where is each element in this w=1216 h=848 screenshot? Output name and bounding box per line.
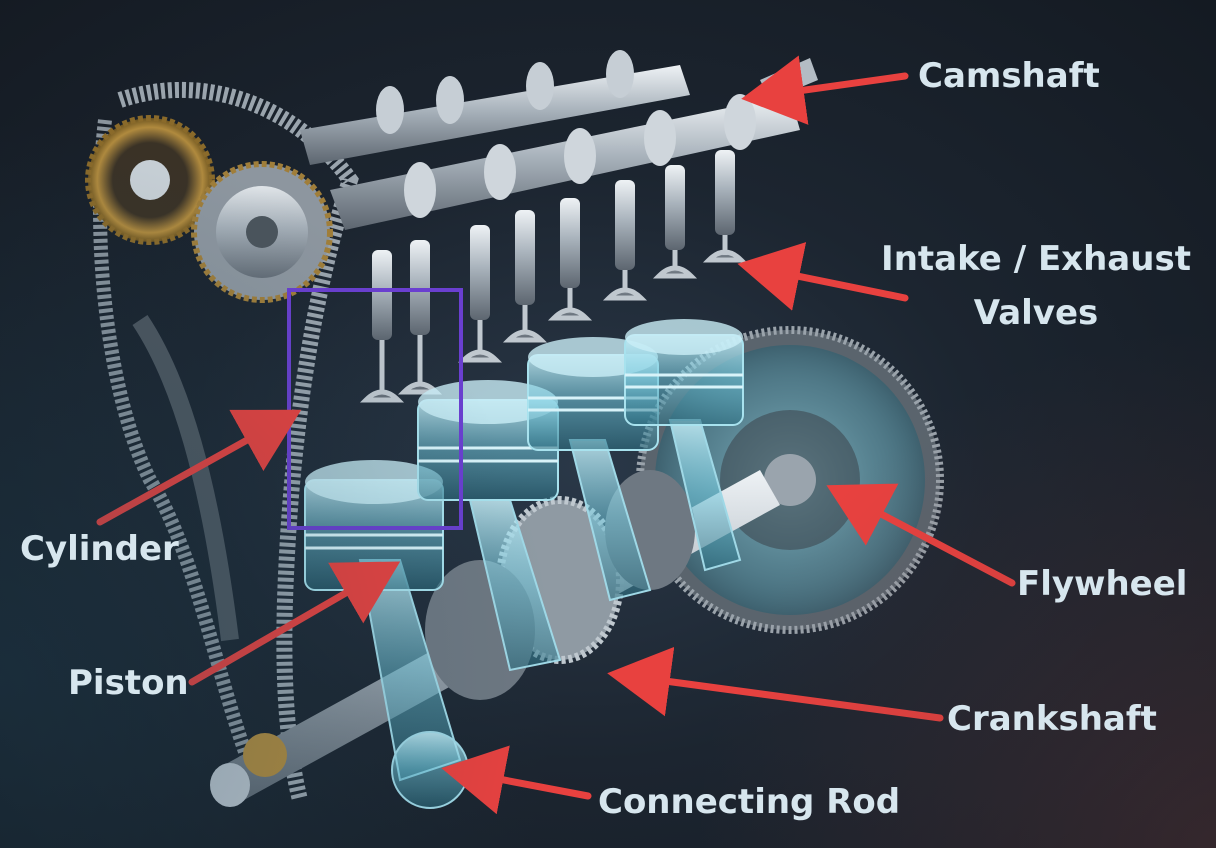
pistons xyxy=(304,319,744,591)
callout-arrows xyxy=(96,55,1016,815)
arrow-camshaft xyxy=(741,55,909,125)
cylinder-highlight-box xyxy=(287,288,463,530)
label-connecting-rod: Connecting Rod xyxy=(598,782,901,822)
label-camshaft: Camshaft xyxy=(918,56,1100,96)
timing-belt xyxy=(93,119,267,793)
camshaft-rear xyxy=(300,50,690,165)
timing-belt-front xyxy=(117,81,359,802)
cam-gear-rear xyxy=(85,115,215,245)
piston-2 xyxy=(417,380,559,501)
arrow-valves xyxy=(737,242,909,311)
label-flywheel: Flywheel xyxy=(1017,564,1188,604)
belt-tensioner xyxy=(132,315,239,642)
label-piston: Piston xyxy=(68,663,189,703)
arrow-crankshaft xyxy=(607,646,944,722)
label-valves-line2: Valves xyxy=(973,293,1099,334)
piston-4 xyxy=(624,319,744,426)
label-crankshaft: Crankshaft xyxy=(947,699,1157,739)
arrow-piston xyxy=(188,561,401,686)
arrow-connecting-rod xyxy=(441,745,592,815)
arrow-cylinder xyxy=(96,409,302,526)
label-valves-line1: Intake / Exhaust xyxy=(881,239,1191,279)
label-cylinder: Cylinder xyxy=(20,529,179,569)
arrow-flywheel xyxy=(826,483,1016,587)
cam-pulley-front xyxy=(191,161,333,303)
label-intake-exhaust-valves: Intake / Exhaust Valves xyxy=(881,232,1191,341)
